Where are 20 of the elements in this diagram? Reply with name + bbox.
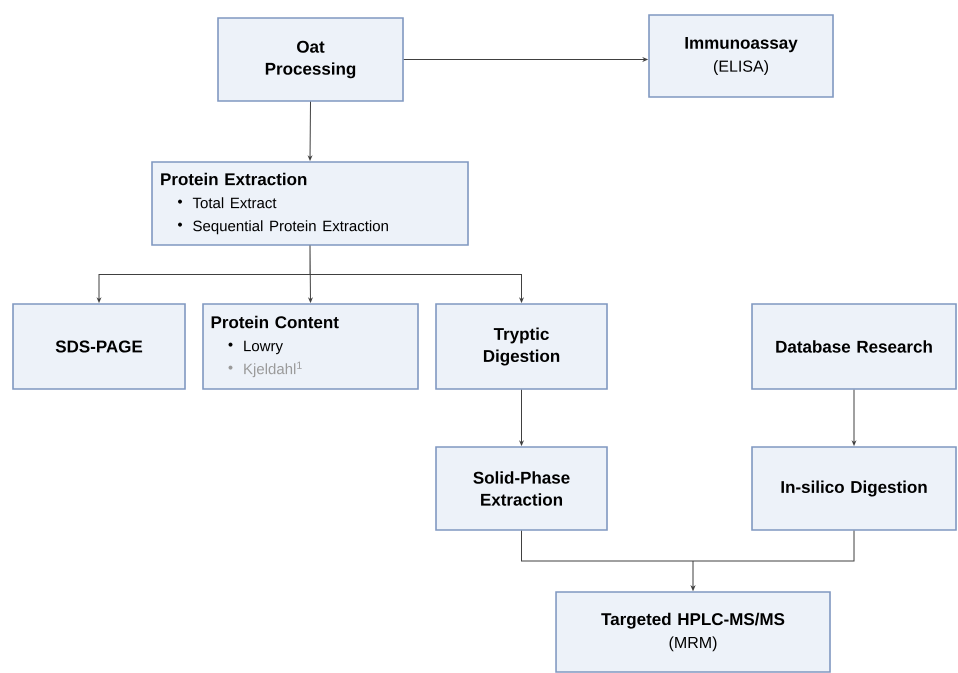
process-box: [151, 161, 469, 246]
process-box: [648, 14, 834, 98]
box-text: Targeted HPLC-MS/MS (MRM): [601, 612, 784, 652]
process-box: [202, 303, 419, 390]
process-box: [435, 303, 608, 390]
box-text: Protein Content Lowry Kjeldahl$^{1}$: [212, 316, 339, 378]
box-text: Tryptic Digestion: [484, 328, 560, 366]
process-box: [751, 303, 957, 390]
box-text: SDS-PAGE: [56, 340, 142, 353]
process-box: [435, 446, 608, 531]
process-box: [12, 303, 186, 390]
box-text: Database Research: [776, 340, 932, 353]
process-box: [217, 17, 404, 102]
box-text: Oat Processing: [266, 40, 356, 78]
process-box: [751, 446, 957, 531]
process-box: [555, 591, 831, 673]
box-text: Protein Extraction Total Extract Sequential Protein Extraction: [161, 172, 388, 234]
box-text: In-silico Digestion: [781, 480, 927, 496]
box-text: Immunoassay (ELISA): [685, 37, 798, 75]
box-text: Solid-Phase Extraction: [473, 471, 570, 506]
